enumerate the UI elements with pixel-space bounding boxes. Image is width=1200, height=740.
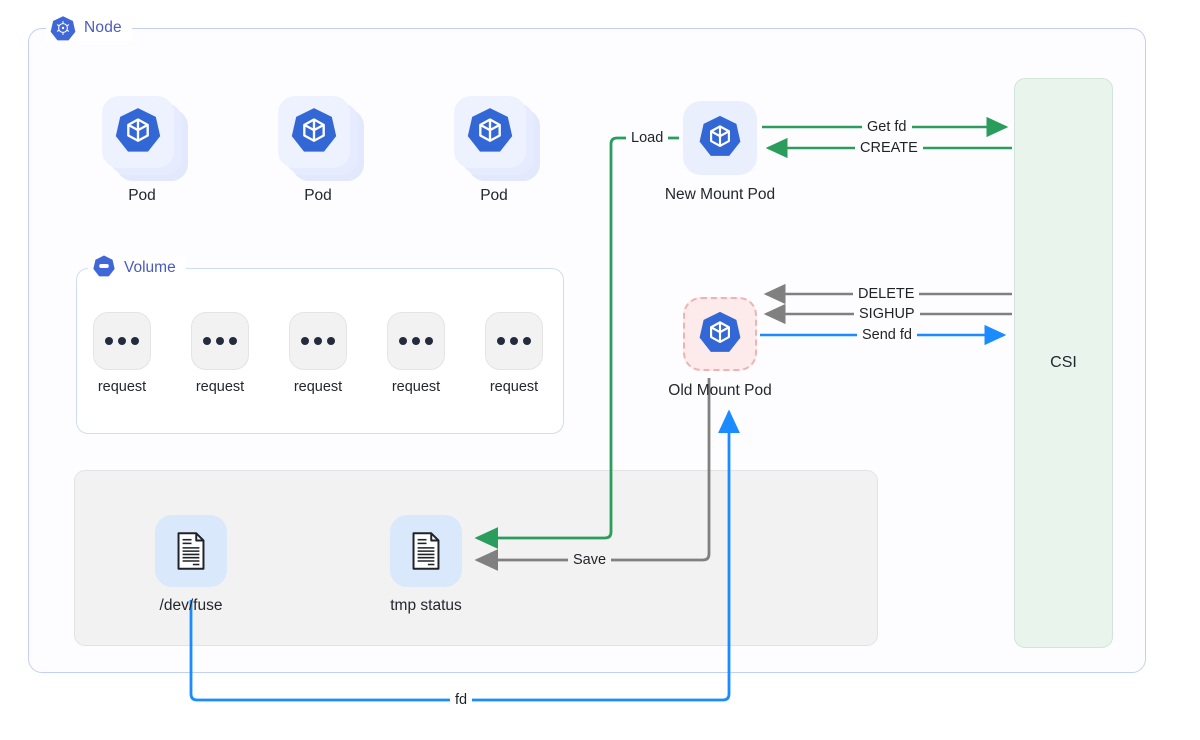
edge-label-create: CREATE [855,140,923,156]
edge-label-send-fd: Send fd [857,327,917,343]
request-item[interactable]: request [475,312,553,395]
pod-stack [102,96,188,181]
request-label: request [391,379,441,395]
edge-label-get-fd: Get fd [862,119,912,135]
kubernetes-pod-icon [465,105,515,160]
new-mount-pod[interactable]: New Mount Pod [640,101,800,204]
request-label: request [489,379,539,395]
node-label-text: Node [84,19,122,36]
kubernetes-pod-icon [113,105,163,160]
dev-fuse-label: /dev/fuse [159,597,223,614]
edge-label-fd: fd [450,692,473,708]
ellipsis-icon [387,312,445,370]
request-item[interactable]: request [279,312,357,395]
request-label: request [97,379,147,395]
new-mount-pod-chip [683,101,757,175]
kubernetes-pod-icon [697,113,743,164]
ellipsis-icon [289,312,347,370]
pod-item[interactable]: Pod [96,96,188,205]
kubernetes-volume-icon [92,254,116,283]
edge-label-load: Load [626,130,669,146]
volume-label-text: Volume [124,259,176,276]
dev-fuse-item[interactable]: /dev/fuse [126,515,256,615]
request-item[interactable]: request [377,312,455,395]
document-icon [390,515,462,587]
pod-stack [278,96,364,181]
edge-label-sighup: SIGHUP [854,306,920,322]
csi-label: CSI [1050,354,1077,371]
ellipsis-icon [485,312,543,370]
ellipsis-icon [93,312,151,370]
pod-item[interactable]: Pod [448,96,540,205]
request-item[interactable]: request [83,312,161,395]
tmp-status-item[interactable]: tmp status [361,515,491,615]
node-label: Node [46,15,132,41]
pod-item[interactable]: Pod [272,96,364,205]
kubernetes-pod-icon [289,105,339,160]
pod-label: Pod [304,187,332,204]
ellipsis-icon [191,312,249,370]
volume-label: Volume [88,254,186,283]
old-mount-pod-chip [683,297,757,371]
document-icon [155,515,227,587]
new-mount-pod-label: New Mount Pod [664,186,776,203]
pod-label: Pod [128,187,156,204]
request-item[interactable]: request [181,312,259,395]
pod-label: Pod [480,187,508,204]
request-label: request [293,379,343,395]
kubernetes-node-icon [50,15,76,41]
csi-box[interactable]: CSI [1014,78,1113,648]
kubernetes-pod-icon [697,309,743,360]
pod-stack [454,96,540,181]
tmp-status-label: tmp status [390,597,462,614]
edge-label-delete: DELETE [853,286,920,302]
request-label: request [195,379,245,395]
old-mount-pod-label: Old Mount Pod [668,382,772,399]
old-mount-pod[interactable]: Old Mount Pod [640,297,800,400]
edge-label-save: Save [568,552,612,568]
